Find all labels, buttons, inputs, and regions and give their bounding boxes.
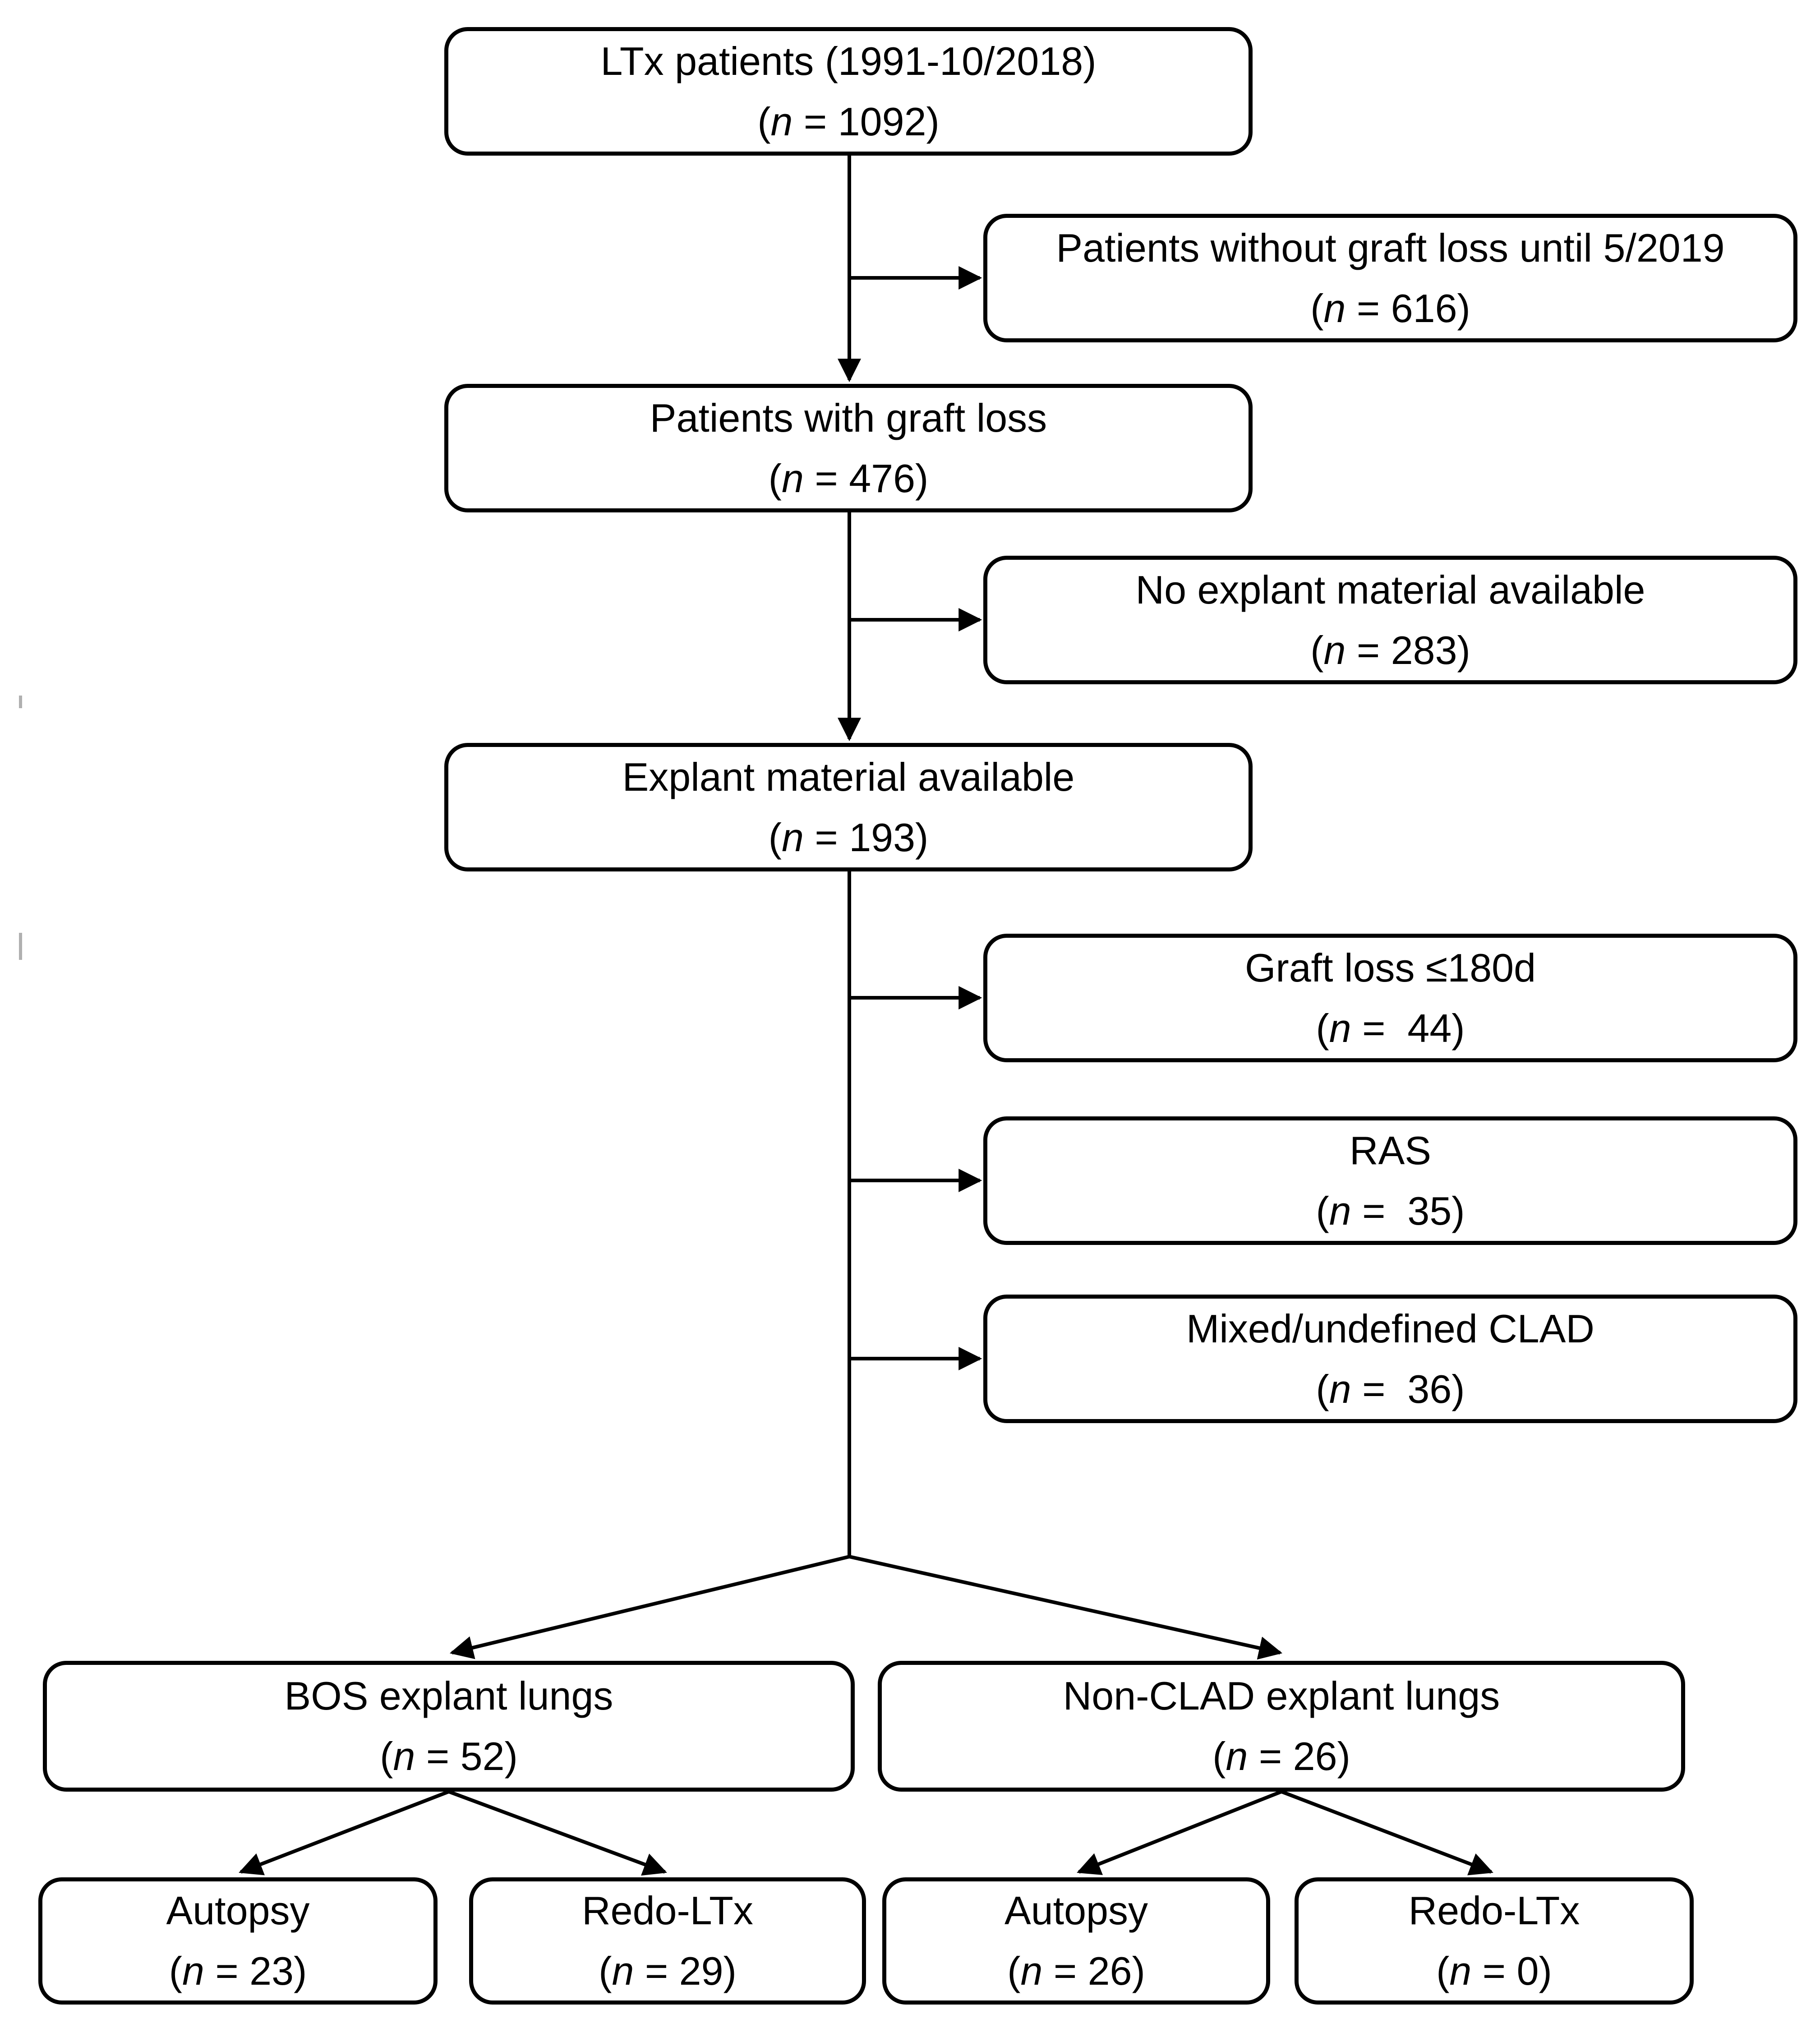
paren-open: ( <box>1316 1188 1329 1233</box>
node-title: BOS explant lungs <box>284 1673 613 1718</box>
paren-open: ( <box>1316 1366 1329 1411</box>
node-count: (n = 1092) <box>757 92 940 152</box>
count-value: = 44) <box>1351 1005 1465 1051</box>
node-title: Patients without graft loss until 5/2019 <box>1056 225 1725 270</box>
n-symbol: n <box>781 456 804 501</box>
node-count: (n = 52) <box>380 1726 518 1787</box>
n-symbol: n <box>612 1949 634 1993</box>
paren-open: ( <box>1007 1949 1021 1993</box>
paren-open: ( <box>169 1949 182 1993</box>
n-symbol: n <box>182 1949 204 1993</box>
node-ltx-patients: LTx patients (1991-10/2018) (n = 1092) <box>444 27 1253 156</box>
node-title: Patients with graft loss <box>650 395 1047 440</box>
count-value: = 476) <box>803 456 929 501</box>
count-value: = 35) <box>1351 1188 1465 1233</box>
connector-to-bos <box>449 1555 850 1659</box>
n-symbol: n <box>393 1734 415 1779</box>
n-symbol: n <box>1449 1949 1472 1993</box>
node-ras: RAS (n = 35) <box>983 1116 1797 1245</box>
node-count: (n = 26) <box>1212 1726 1350 1787</box>
node-count: (n = 476) <box>769 448 929 509</box>
n-symbol: n <box>1329 1366 1351 1411</box>
node-patients-with-graft-loss: Patients with graft loss (n = 476) <box>444 384 1253 512</box>
node-bos-redo-ltx: Redo-LTx (n = 29) <box>469 1877 866 2005</box>
node-count: (n = 29) <box>599 1941 737 2001</box>
count-value: = 26) <box>1248 1734 1350 1779</box>
node-title: Mixed/undefined CLAD <box>1186 1306 1594 1351</box>
node-explant-material-available: Explant material available (n = 193) <box>444 743 1253 871</box>
paren-open: ( <box>1310 627 1324 673</box>
node-count: (n = 44) <box>1316 998 1465 1059</box>
count-value: = 29) <box>634 1949 737 1993</box>
node-bos-autopsy: Autopsy (n = 23) <box>38 1877 438 2005</box>
paren-open: ( <box>768 815 782 860</box>
node-title: Non-CLAD explant lungs <box>1063 1673 1500 1718</box>
node-count: (n = 35) <box>1316 1181 1465 1241</box>
node-title: Redo-LTx <box>582 1888 753 1933</box>
node-title: RAS <box>1350 1128 1431 1173</box>
node-count: (n = 26) <box>1007 1941 1145 2001</box>
connector-bos-to-redo-ltx <box>448 1790 667 1876</box>
n-symbol: n <box>1329 1188 1351 1233</box>
node-title: Graft loss ≤180d <box>1244 945 1536 990</box>
scan-artifact <box>19 696 22 708</box>
n-symbol: n <box>770 99 793 144</box>
node-title: Explant material available <box>622 754 1075 799</box>
paren-open: ( <box>599 1949 612 1993</box>
count-value: = 193) <box>803 815 929 860</box>
n-symbol: n <box>1323 627 1346 673</box>
node-mixed-undefined-clad: Mixed/undefined CLAD (n = 36) <box>983 1295 1797 1423</box>
node-non-clad-autopsy: Autopsy (n = 26) <box>882 1877 1270 2005</box>
node-non-clad-explant-lungs: Non-CLAD explant lungs (n = 26) <box>878 1661 1685 1792</box>
connector-nonclad-to-redo-ltx <box>1281 1790 1493 1876</box>
node-count: (n = 0) <box>1436 1941 1552 2001</box>
count-value: = 0) <box>1471 1949 1552 1993</box>
node-title: Autopsy <box>166 1888 310 1933</box>
node-no-explant-material: No explant material available (n = 283) <box>983 556 1797 684</box>
connector-bos-to-autopsy <box>239 1790 450 1876</box>
paren-open: ( <box>757 99 771 144</box>
paren-open: ( <box>768 456 782 501</box>
node-count: (n = 36) <box>1316 1359 1465 1420</box>
paren-open: ( <box>1212 1734 1226 1779</box>
node-count: (n = 193) <box>769 807 929 868</box>
n-symbol: n <box>1226 1734 1248 1779</box>
n-symbol: n <box>1329 1005 1351 1051</box>
paren-open: ( <box>1316 1005 1329 1051</box>
count-value: = 26) <box>1042 1949 1145 1993</box>
n-symbol: n <box>1323 286 1346 331</box>
count-value: = 283) <box>1345 627 1470 673</box>
node-patients-without-graft-loss: Patients without graft loss until 5/2019… <box>983 214 1797 342</box>
paren-open: ( <box>1310 286 1324 331</box>
count-value: = 616) <box>1345 286 1470 331</box>
node-title: LTx patients (1991-10/2018) <box>600 38 1097 83</box>
paren-open: ( <box>1436 1949 1450 1993</box>
connector-to-non-clad <box>849 1555 1283 1660</box>
node-non-clad-redo-ltx: Redo-LTx (n = 0) <box>1295 1877 1694 2005</box>
count-value: = 23) <box>204 1949 307 1993</box>
count-value: = 36) <box>1351 1366 1465 1411</box>
n-symbol: n <box>1020 1949 1043 1993</box>
node-count: (n = 283) <box>1310 620 1470 681</box>
n-symbol: n <box>781 815 804 860</box>
connector-nonclad-to-autopsy <box>1077 1790 1282 1875</box>
paren-open: ( <box>380 1734 393 1779</box>
node-bos-explant-lungs: BOS explant lungs (n = 52) <box>43 1661 855 1792</box>
node-graft-loss-180d: Graft loss ≤180d (n = 44) <box>983 934 1797 1062</box>
node-title: Redo-LTx <box>1408 1888 1580 1933</box>
node-count: (n = 616) <box>1310 278 1470 339</box>
count-value: = 52) <box>415 1734 518 1779</box>
scan-artifact <box>19 933 22 960</box>
node-title: Autopsy <box>1004 1888 1148 1933</box>
count-value: = 1092) <box>793 99 940 144</box>
node-count: (n = 23) <box>169 1941 307 2001</box>
node-title: No explant material available <box>1135 567 1645 612</box>
